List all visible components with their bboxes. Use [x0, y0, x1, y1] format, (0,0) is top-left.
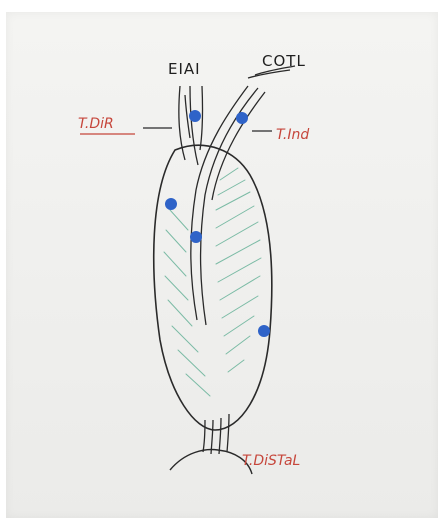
marker-right-belly	[258, 325, 270, 337]
bottom-red-label: T.DiSTaL	[242, 453, 300, 469]
marker-left-tendon	[189, 110, 201, 122]
left-red-label: T.DiR	[78, 116, 114, 132]
top-left-label: EIAI	[168, 60, 201, 78]
marker-right-tendon	[236, 112, 248, 124]
blue-markers	[165, 110, 270, 337]
muscle-hatching	[164, 168, 261, 396]
top-right-label: COTL	[262, 52, 306, 70]
marker-center-belly	[190, 231, 202, 243]
distal-tendon	[203, 414, 229, 454]
muscle-belly-outline	[154, 145, 272, 430]
marker-left-belly	[165, 198, 177, 210]
left-tendon	[179, 86, 203, 165]
right-red-label: T.Ind	[276, 127, 309, 143]
